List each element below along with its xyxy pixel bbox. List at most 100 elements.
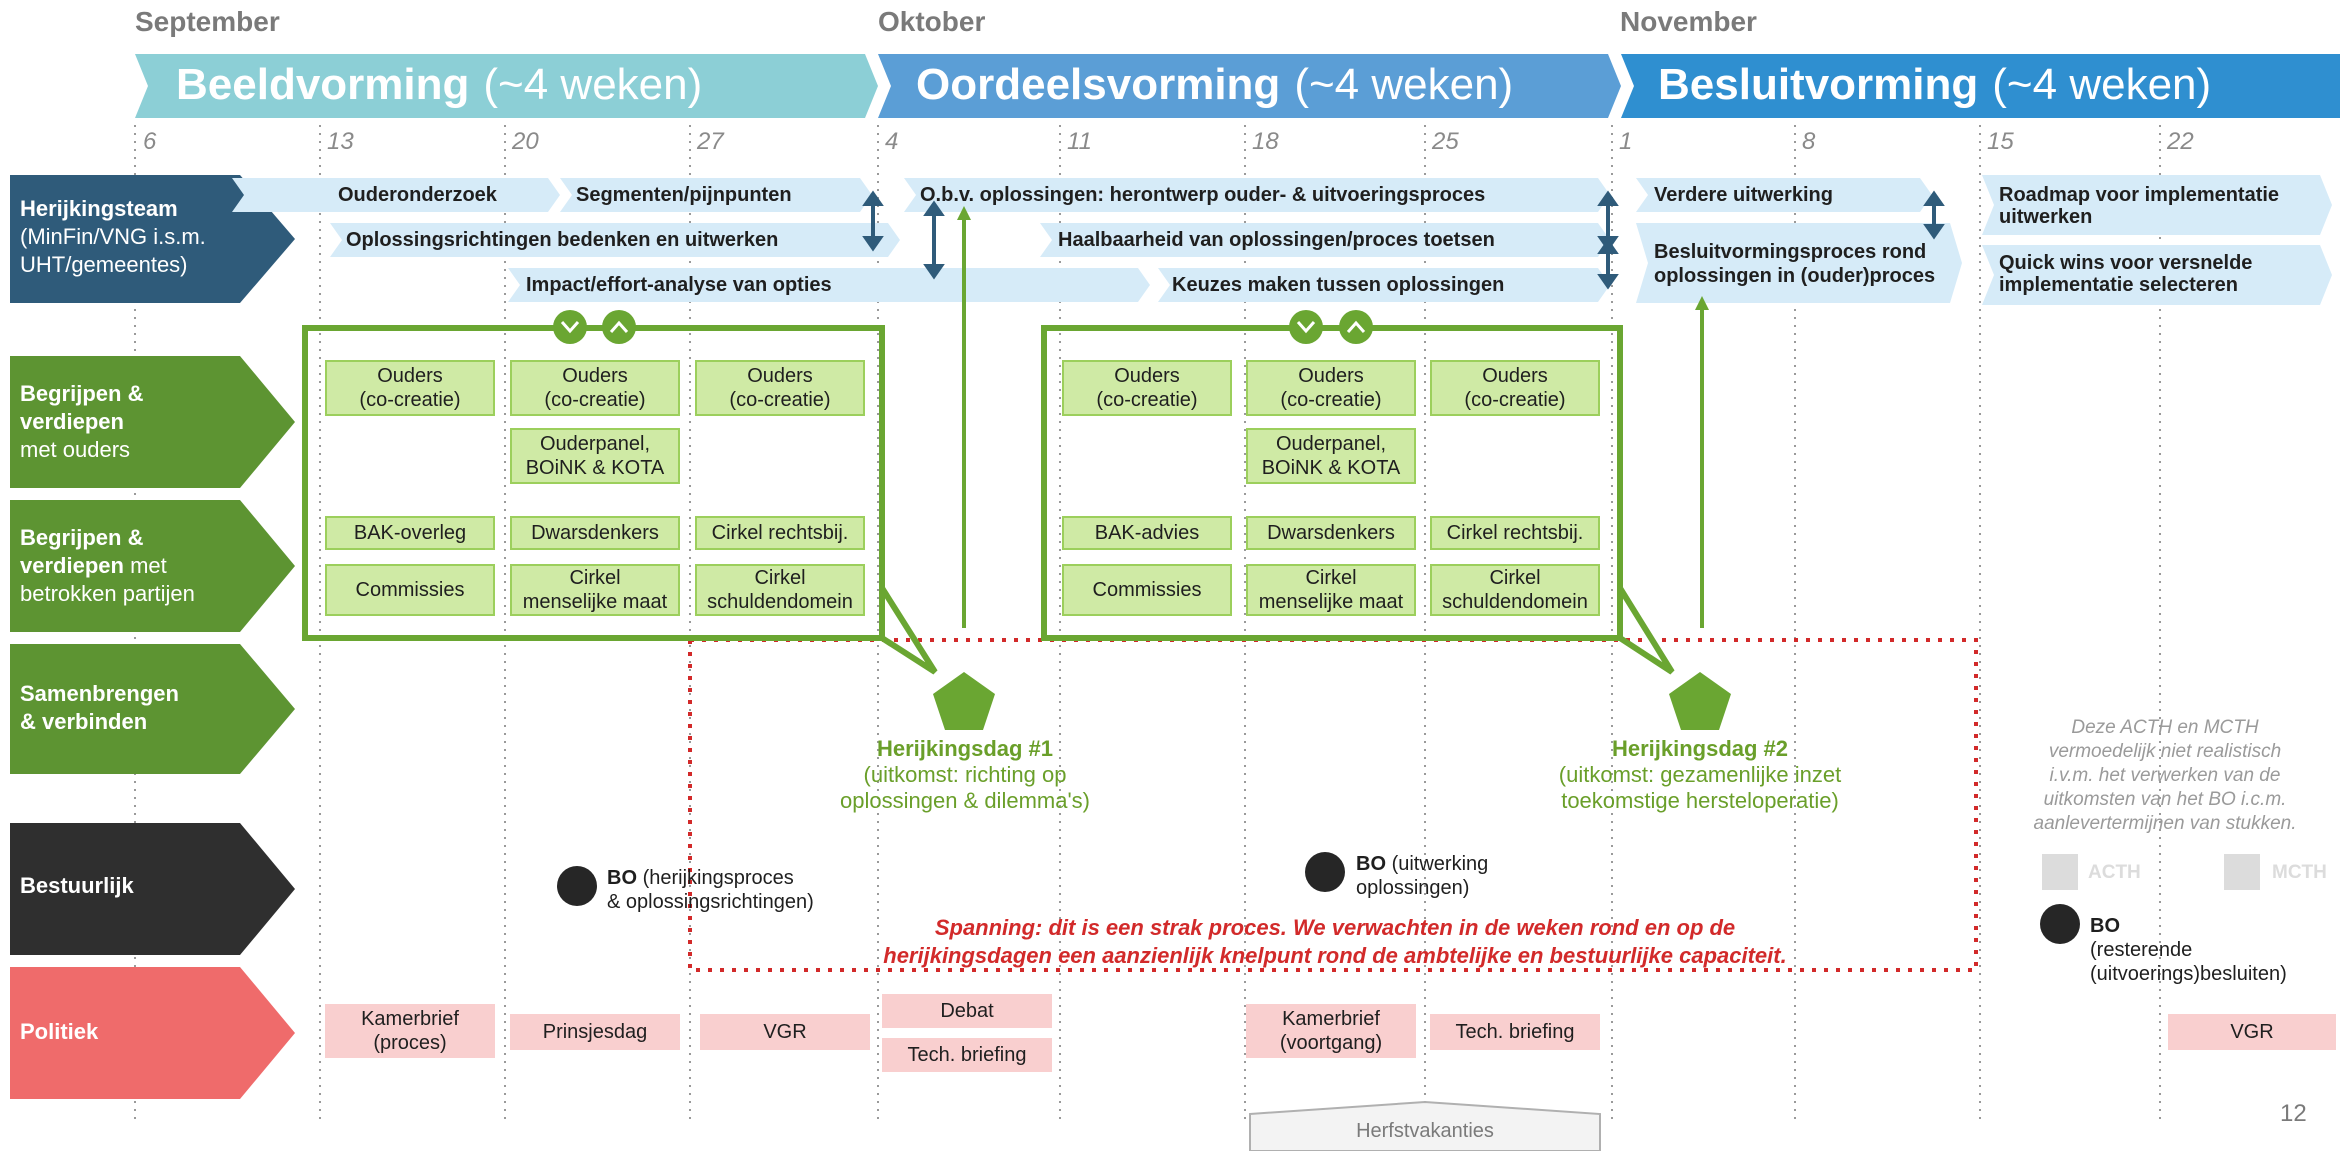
box-ouders-cocreatie: Ouders(co-creatie)	[695, 360, 865, 416]
box-line: Ouders	[377, 365, 443, 387]
box-line: Commissies	[1092, 579, 1202, 601]
bar-segmenten: Segmenten/pijnpunten	[576, 183, 792, 206]
row-shape-begrijpen-ouders	[10, 356, 295, 488]
box-line: (co-creatie)	[1096, 389, 1198, 411]
box-line: Cirkel	[754, 567, 806, 589]
bar-oplossingsrichtingen: Oplossingsrichtingen bedenken en uitwerk…	[346, 228, 779, 251]
box-bak-overleg: BAK-overleg	[325, 516, 495, 550]
pbox-line: VGR	[2230, 1021, 2274, 1043]
bar-obv: O.b.v. oplossingen: herontwerp ouder- & …	[920, 183, 1486, 206]
note-line: uitkomsten van het BO i.c.m.	[2043, 789, 2287, 810]
double-arrows	[862, 190, 1945, 290]
box-commissies: Commissies	[1062, 564, 1232, 616]
phase-title: Oordeelsvorming	[916, 60, 1281, 109]
herijkingsdag-1: Herijkingsdag #1 (uitkomst: richting op …	[780, 736, 1150, 814]
row-label-bestuurlijk: Bestuurlijk	[8, 872, 238, 900]
box-line: schuldendomein	[707, 591, 853, 613]
callout-frame-2	[1041, 325, 1675, 675]
politiek-kamerbrief-voortgang: Kamerbrief(voortgang)	[1246, 1004, 1416, 1058]
politiek-tech-briefing: Tech. briefing	[882, 1038, 1052, 1072]
bar-besluitvorming: Besluitvormingsproces rond oplossingen i…	[1654, 241, 1936, 287]
box-line: (co-creatie)	[1280, 389, 1382, 411]
row-shape-begrijpen-partijen	[10, 500, 295, 632]
bar-ouderonderzoek: Ouderonderzoek	[338, 183, 497, 206]
bo-text: (resterende	[2090, 939, 2193, 961]
row-label-herijkingsteam: Herijkingsteam (MinFin/VNG i.s.m. UHT/ge…	[8, 195, 238, 279]
week-label: 20	[512, 128, 539, 155]
bo-text: (herijkingsproces	[642, 867, 794, 889]
phase-shape-besluitvorming	[1621, 54, 2340, 118]
bo-label: BO	[2090, 915, 2120, 937]
phase-suffix: (~4 weken)	[483, 60, 703, 109]
phase-shape-oordeelsvorming	[878, 54, 1621, 118]
week-label: 6	[143, 128, 157, 155]
herijkingsdag-title: Herijkingsdag #1	[876, 736, 1054, 761]
bo-dot	[1305, 852, 1345, 892]
bo-dot	[2040, 904, 2080, 944]
box-line: BAK-advies	[1094, 522, 1200, 544]
chevron-down-icon	[553, 310, 587, 344]
box-line: Dwarsdenkers	[1267, 522, 1395, 544]
herijkingsdag-2: Herijkingsdag #2 (uitkomst: gezamenlijke…	[1500, 736, 1900, 814]
row-shape-herijkingsteam	[10, 175, 295, 303]
phase-banners	[135, 54, 2340, 118]
mcth-box	[2224, 854, 2260, 890]
phase-suffix: (~4 weken)	[1992, 60, 2212, 109]
note-line: aanlevertermijnen van stukken.	[2033, 813, 2297, 834]
row-title: verdiepen	[20, 409, 124, 434]
phase-besluitvorming: Besluitvorming (~4 weken)	[1622, 52, 2340, 118]
pbox-line: Kamerbrief	[361, 1008, 459, 1030]
bo-text: (uitvoerings)besluiten)	[2090, 963, 2287, 985]
box-line: Cirkel	[1305, 567, 1357, 589]
row-title: verdiepen	[20, 553, 124, 578]
box-line: Ouderpanel,	[1275, 433, 1387, 455]
week-label: 15	[1987, 128, 2014, 155]
phase-beeldvorming: Beeldvorming (~4 weken)	[140, 52, 860, 118]
row-shape-bestuurlijk	[10, 823, 295, 955]
chevron-down-icon	[1289, 310, 1323, 344]
week-label: 13	[327, 128, 354, 155]
box-ouders-cocreatie: Ouders(co-creatie)	[325, 360, 495, 416]
chevron-up-icon	[602, 310, 636, 344]
row-label-begrijpen-ouders: Begrijpen & verdiepen met ouders	[8, 380, 238, 464]
bar-roadmap: Roadmap voor implementatie uitwerken	[1999, 184, 2280, 228]
pbox-line: Tech. briefing	[1455, 1021, 1575, 1043]
pbox-line: Tech. briefing	[907, 1044, 1027, 1066]
herijkingsdag-line: (uitkomst: richting op	[863, 762, 1067, 787]
month-november: November	[1620, 6, 1757, 37]
row-sub: met	[130, 553, 167, 578]
box-line: schuldendomein	[1442, 591, 1588, 613]
box-line: (co-creatie)	[1464, 389, 1566, 411]
bar-quickwins: Quick wins voor versnelde implementatie …	[1999, 252, 2253, 296]
row-sub: (MinFin/VNG i.s.m.	[20, 224, 206, 249]
bo-1: BO (herijkingsproces & oplossingsrichtin…	[607, 866, 887, 914]
acth-mcth-note: Deze ACTH en MCTH vermoedelijk niet real…	[1990, 716, 2340, 836]
row-title: Samenbrengen	[20, 681, 179, 706]
pbox-line: (proces)	[373, 1032, 447, 1054]
bo-label: BO	[1356, 853, 1386, 875]
pentagon-icon	[933, 672, 995, 730]
chevron-up-icon	[1339, 310, 1373, 344]
box-ouders-cocreatie: Ouders(co-creatie)	[510, 360, 680, 416]
box-bak-advies: BAK-advies	[1062, 516, 1232, 550]
row-title: Begrijpen &	[20, 381, 144, 406]
politiek-kamerbrief-proces: Kamerbrief(proces)	[325, 1004, 495, 1058]
herfstvakanties-tab-shape	[1249, 1100, 1601, 1151]
row-label-begrijpen-partijen: Begrijpen & verdiepen met betrokken part…	[8, 524, 238, 608]
herfstvakanties-label: Herfstvakanties	[1356, 1120, 1494, 1142]
box-commissies: Commissies	[325, 564, 495, 616]
row-title: Bestuurlijk	[20, 873, 134, 898]
bo-2: BO (uitwerking oplossingen)	[1356, 852, 1576, 900]
box-ouders-cocreatie: Ouders(co-creatie)	[1430, 360, 1600, 416]
month-september: September	[135, 6, 280, 37]
phase-title: Beeldvorming	[176, 60, 470, 109]
box-dwarsdenkers: Dwarsdenkers	[1246, 516, 1416, 550]
spanning-line: herijkingsdagen een aanzienlijk knelpunt…	[883, 943, 1787, 968]
box-line: Cirkel rechtsbij.	[711, 522, 849, 544]
phase-oordeelsvorming: Oordeelsvorming (~4 weken)	[880, 52, 1600, 118]
week-label: 4	[885, 128, 899, 155]
box-line: Dwarsdenkers	[531, 522, 659, 544]
herijkingsdag-line: toekomstige hersteloperatie)	[1561, 788, 1839, 813]
